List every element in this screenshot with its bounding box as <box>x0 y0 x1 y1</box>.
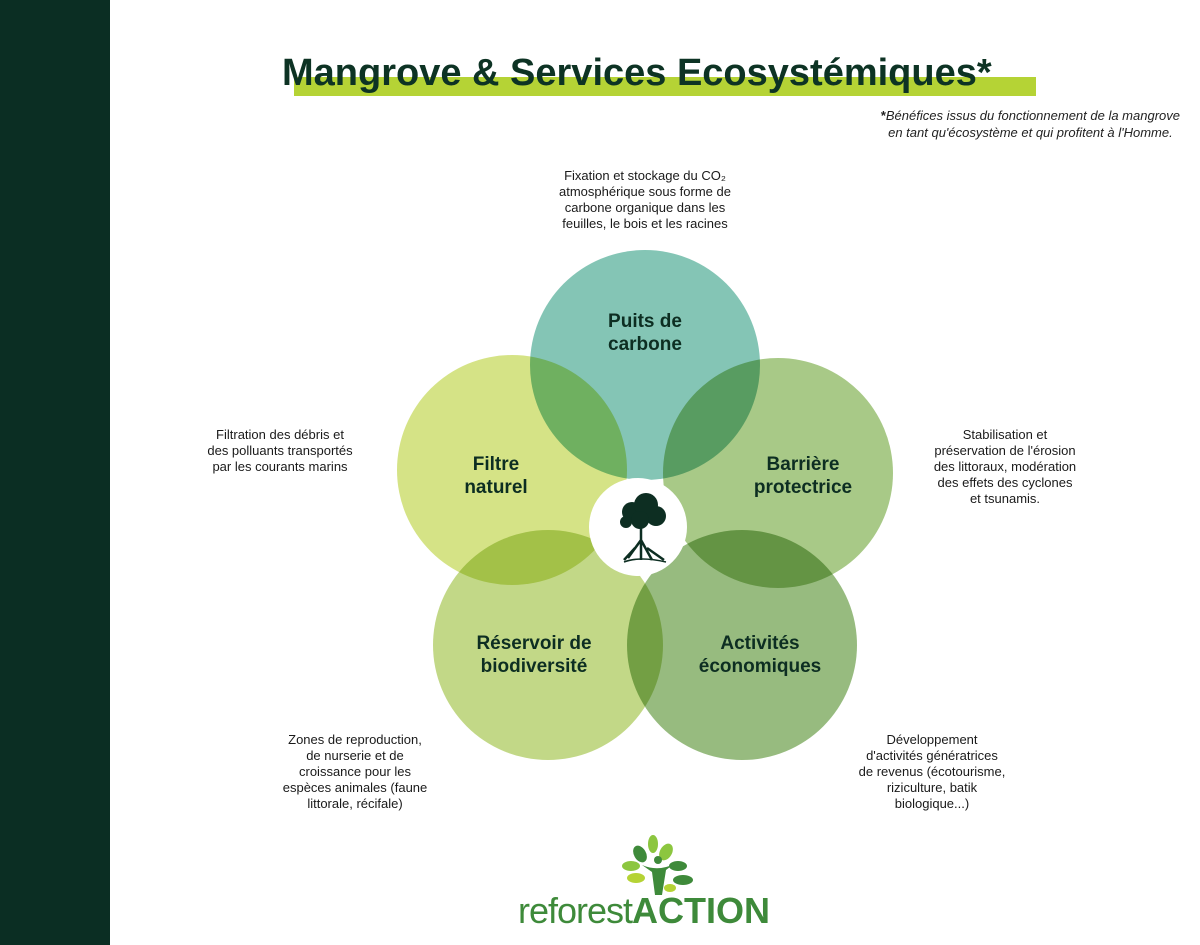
desc-line: atmosphérique sous forme de <box>559 184 731 199</box>
title-highlight <box>294 77 1036 96</box>
tree-person-icon <box>622 835 693 895</box>
page-title: Mangrove & Services Ecosystémiques* <box>282 52 992 94</box>
logo-text-action: ACTION <box>632 890 771 931</box>
desc-line: Zones de reproduction, <box>288 732 422 747</box>
desc-line: de revenus (écotourisme, <box>858 764 1006 779</box>
mangrove-tree-icon <box>620 493 667 563</box>
label-line: biodiversité <box>480 656 588 677</box>
desc-line: feuilles, le bois et les racines <box>562 216 728 231</box>
desc-line: Fixation et stockage du CO₂ <box>564 168 726 183</box>
reforest-action-logo: reforestACTION <box>518 830 778 931</box>
label-line: naturel <box>464 477 528 498</box>
label-line: Filtre <box>472 454 520 475</box>
label-line: Puits de <box>608 311 682 332</box>
footnote-asterisk: * <box>880 108 886 123</box>
title-block: Mangrove & Services Ecosystémiques* <box>282 52 1036 96</box>
circle-puits-carbone <box>530 250 760 480</box>
desc-line: des littoraux, modération <box>933 459 1077 474</box>
footnote: *Bénéfices issus du fonctionnement de la… <box>881 107 1180 141</box>
footnote-line2: en tant qu'écosystème et qui profitent à… <box>888 125 1173 140</box>
sidebar-band <box>0 0 110 945</box>
desc-line: préservation de l'érosion <box>934 443 1076 458</box>
label-line: protectrice <box>753 477 853 498</box>
desc-line: littorale, récifale) <box>307 796 403 811</box>
desc-line: Stabilisation et <box>962 427 1048 442</box>
label-line: carbone <box>608 334 682 355</box>
desc-line: espèces animales (faune <box>282 780 428 795</box>
logo-text-reforest: reforest <box>518 890 633 931</box>
label-line: Réservoir de <box>476 633 592 654</box>
label-line: Activités <box>720 633 800 654</box>
desc-line: carbone organique dans les <box>564 200 726 215</box>
label-line: Barrière <box>766 454 840 475</box>
desc-line: et tsunamis. <box>969 491 1041 506</box>
desc-line: croissance pour les <box>299 764 411 779</box>
desc-line: d'activités génératrices <box>866 748 998 763</box>
desc-line: Filtration des débris et <box>216 427 344 442</box>
label-line: économiques <box>698 656 822 677</box>
desc-line: biologique...) <box>894 796 970 811</box>
circle-activites-economiques <box>627 530 857 760</box>
desc-line: des polluants transportés <box>207 443 353 458</box>
desc-line: Développement <box>886 732 978 747</box>
desc-line: des effets des cyclones <box>937 475 1073 490</box>
desc-line: de nurserie et de <box>306 748 404 763</box>
desc-line: par les courants marins <box>212 459 348 474</box>
circle-reservoir-biodiversite <box>433 530 663 760</box>
footnote-line1: Bénéfices issus du fonctionnement de la … <box>885 108 1180 123</box>
desc-line: riziculture, batik <box>886 780 978 795</box>
